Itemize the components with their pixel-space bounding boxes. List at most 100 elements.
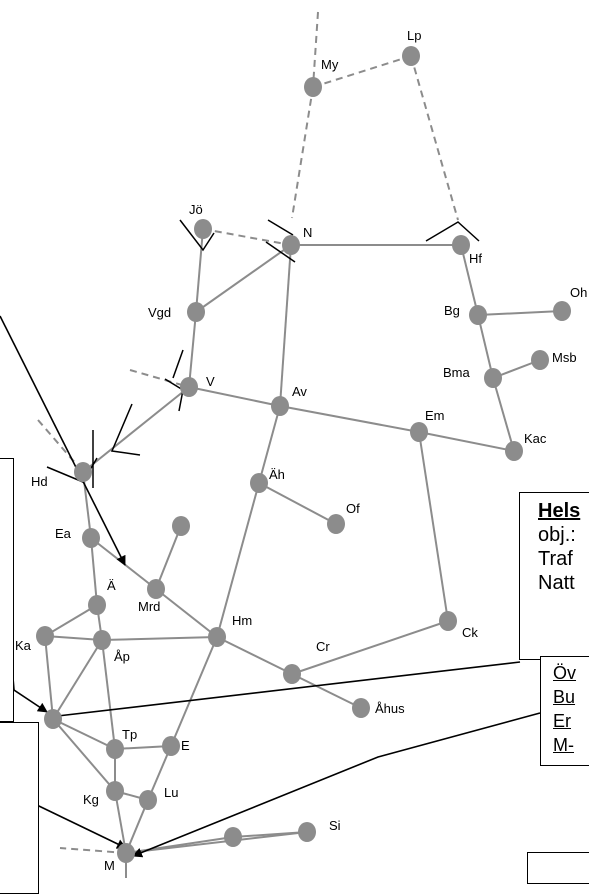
station-node-lu[interactable] [139, 790, 157, 810]
dashed-track-lines [37, 11, 459, 854]
dashed-track-line [410, 55, 459, 221]
track-line [291, 673, 362, 709]
station-label-lp: Lp [407, 28, 421, 43]
station-node-a[interactable] [88, 595, 106, 615]
track-line [52, 718, 116, 750]
station-label-cr: Cr [316, 639, 330, 654]
track-line [216, 636, 293, 675]
overview-box-line-4: M- [553, 735, 574, 755]
track-line [279, 405, 420, 433]
station-label-em: Em [425, 408, 445, 423]
station-label-ka: Ka [15, 638, 32, 653]
station-node-my[interactable] [304, 77, 322, 97]
station-node-msb[interactable] [531, 350, 549, 370]
station-label-av: Av [292, 384, 307, 399]
track-line [477, 314, 494, 379]
station-node-vgd[interactable] [187, 302, 205, 322]
station-node-ka[interactable] [36, 626, 54, 646]
station-label-bma: Bma [443, 365, 471, 380]
track-line [44, 604, 98, 637]
station-node-cr[interactable] [283, 664, 301, 684]
station-node-e[interactable] [162, 736, 180, 756]
station-label-a: Ä [107, 578, 116, 593]
dashed-track-line [202, 228, 292, 246]
station-node-si[interactable] [298, 822, 316, 842]
station-nodes [0, 46, 571, 863]
track-line [460, 244, 479, 316]
track-line [418, 431, 515, 452]
left-info-box-lower [0, 722, 39, 894]
station-node-bma[interactable] [484, 368, 502, 388]
overview-box-line-3: Er [553, 711, 571, 731]
track-line [101, 636, 218, 641]
station-node-mrd[interactable] [147, 579, 165, 599]
helsingborg-box-title: Hels [538, 500, 581, 522]
station-node-m[interactable] [117, 843, 135, 863]
station-label-of: Of [346, 501, 360, 516]
track-line [44, 635, 54, 720]
station-label-lu: Lu [164, 785, 178, 800]
station-node-kg[interactable] [106, 781, 124, 801]
station-node-v[interactable] [180, 377, 198, 397]
station-node-n[interactable] [282, 235, 300, 255]
station-label-si: Si [329, 818, 341, 833]
station-node-top[interactable] [172, 516, 190, 536]
station-node-hb[interactable] [44, 709, 62, 729]
track-line [195, 244, 292, 313]
helsingborg-info-box: Hels obj.: Traf Natt [519, 492, 589, 660]
station-node-lp[interactable] [402, 46, 420, 66]
station-node-em[interactable] [410, 422, 428, 442]
dashed-track-line [37, 419, 84, 473]
helsingborg-box-line-2: Traf [538, 548, 573, 570]
boundary-marker [172, 349, 184, 379]
dashed-track-line [59, 847, 127, 854]
boundary-marker [425, 221, 480, 242]
boundary-marker [179, 219, 215, 252]
station-node-oh[interactable] [553, 301, 571, 321]
station-label-ahus: Åhus [375, 701, 405, 716]
callout-arrows [0, 315, 541, 858]
bottom-right-box [527, 852, 589, 884]
station-node-jo[interactable] [194, 219, 212, 239]
callout-arrow [132, 712, 541, 858]
station-node-ap[interactable] [93, 630, 111, 650]
station-node-ck[interactable] [439, 611, 457, 631]
station-node-kac[interactable] [505, 441, 523, 461]
station-node-tp[interactable] [106, 739, 124, 759]
track-line [114, 745, 172, 750]
track-line [82, 386, 190, 473]
track-line [125, 831, 308, 854]
boundary-marker [265, 241, 296, 263]
station-node-hf[interactable] [452, 235, 470, 255]
track-line [188, 386, 281, 407]
track-line [418, 431, 449, 622]
station-label-vgd: Vgd [148, 305, 171, 320]
station-node-hm[interactable] [208, 627, 226, 647]
track-line [90, 537, 98, 606]
track-line [291, 620, 449, 675]
track-line [170, 636, 218, 747]
station-label-kg: Kg [83, 792, 99, 807]
station-label-msb: Msb [552, 350, 577, 365]
station-node-av[interactable] [271, 396, 289, 416]
station-label-mrd: Mrd [138, 599, 160, 614]
boundary-marker [267, 219, 294, 236]
station-node-ahus[interactable] [352, 698, 370, 718]
station-label-oh: Oh [570, 285, 587, 300]
station-label-my: My [321, 57, 339, 72]
station-label-jo: Jö [189, 202, 203, 217]
track-line [52, 639, 103, 720]
station-label-hf: Hf [469, 251, 482, 266]
station-node-of[interactable] [327, 514, 345, 534]
station-node-ea[interactable] [82, 528, 100, 548]
station-node-ah[interactable] [250, 473, 268, 493]
station-node-bg[interactable] [469, 305, 487, 325]
station-label-n: N [303, 225, 312, 240]
station-node-mx[interactable] [224, 827, 242, 847]
dashed-track-line [312, 55, 412, 88]
station-label-m: M [104, 858, 115, 873]
station-node-hd[interactable] [74, 462, 92, 482]
track-line [155, 525, 182, 590]
helsingborg-box-line-1: obj.: [538, 524, 576, 546]
